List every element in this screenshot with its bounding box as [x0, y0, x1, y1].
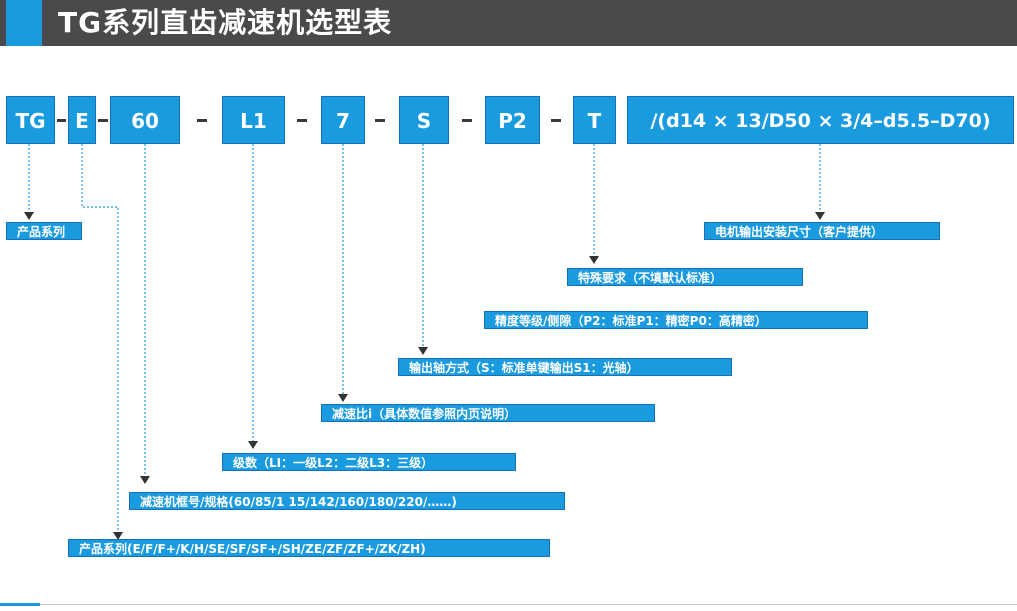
code-box-t: T: [573, 96, 616, 144]
arrow-head: [24, 212, 34, 220]
code-box-e: E: [68, 96, 96, 144]
arrow-head: [248, 441, 258, 449]
arrow-head: [113, 532, 123, 540]
page-title: TG系列直齿减速机选型表: [58, 6, 393, 39]
label-motor-size: 电机输出安装尺寸（客户提供）: [704, 222, 940, 240]
arrow-head: [338, 394, 348, 402]
label-frame-size: 减速机框号/规格(60/85/1 15/142/160/180/220/……): [129, 492, 565, 510]
header-accent-block: [6, 0, 42, 46]
label-precision: 精度等级/侧隙（P2：标准P1：精密P0：高精密）: [484, 311, 868, 329]
dash-separator: [98, 119, 108, 122]
code-box-motor-size: /(d14 × 13/D50 × 3/4–d5.5–D70): [627, 96, 1014, 144]
arrow-head: [815, 212, 825, 220]
label-series: 产品系列: [6, 222, 82, 240]
dash-separator: [297, 119, 307, 122]
arrow-head: [140, 476, 150, 484]
arrow-head: [418, 347, 428, 355]
code-box-60: 60: [110, 96, 180, 144]
label-output-shaft: 输出轴方式（S：标准单键输出S1：光轴）: [398, 358, 732, 376]
header-bar: TG系列直齿减速机选型表: [0, 0, 1017, 46]
label-product-series: 产品系列(E/F/F+/K/H/SE/SF/SF+/SH/ZE/ZF/ZF+/Z…: [68, 539, 550, 557]
dash-separator: [551, 119, 561, 122]
dash-separator: [57, 119, 66, 122]
code-box-s: S: [399, 96, 449, 144]
label-ratio: 减速比i（具体数值参照内页说明）: [321, 404, 655, 422]
dash-separator: [375, 119, 385, 122]
label-stage: 级数（LI：一级L2：二级L3：三级）: [222, 453, 516, 471]
label-special: 特殊要求（不填默认标准）: [567, 268, 803, 286]
code-box-7: 7: [321, 96, 365, 144]
arrow-head: [589, 256, 599, 264]
footer-divider: [0, 604, 1017, 605]
dash-separator: [197, 119, 207, 122]
dash-separator: [462, 119, 472, 122]
code-box-l1: L1: [222, 96, 285, 144]
footer-accent: [0, 603, 40, 606]
code-box-p2: P2: [485, 96, 540, 144]
code-box-tg: TG: [6, 96, 55, 144]
